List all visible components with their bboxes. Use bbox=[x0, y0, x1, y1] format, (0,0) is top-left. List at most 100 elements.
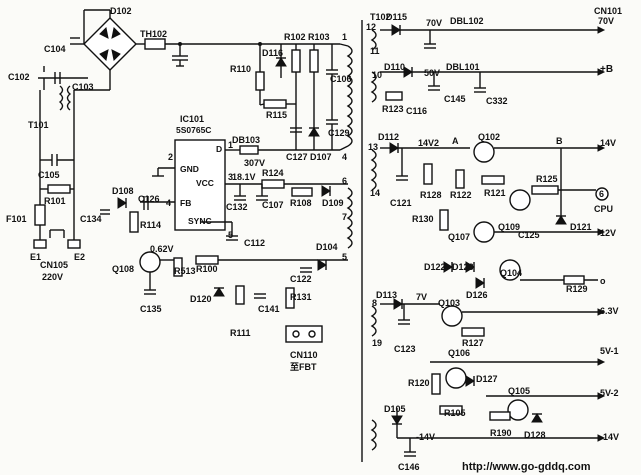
transistor-q103 bbox=[441, 305, 463, 327]
label-ic101: IC101 bbox=[180, 114, 204, 124]
label-dbl102: DBL102 bbox=[450, 16, 484, 26]
label-5v-2: 5V-2 bbox=[600, 388, 619, 398]
label-d128: D128 bbox=[524, 430, 546, 440]
label-o-terminal: o bbox=[600, 276, 606, 286]
thermistor-th102 bbox=[144, 38, 166, 50]
label-c146: C146 bbox=[398, 462, 420, 472]
transistor-q106 bbox=[445, 367, 467, 389]
label-db103: DB103 bbox=[232, 135, 260, 145]
label-r513: R513 bbox=[174, 266, 196, 276]
label-q102: Q102 bbox=[478, 132, 500, 142]
label-r130: R130 bbox=[412, 214, 434, 224]
fuse-f101 bbox=[34, 204, 46, 226]
label-70v-a: 70V bbox=[426, 18, 442, 28]
label-d121: D121 bbox=[570, 222, 592, 232]
label-r115: R115 bbox=[266, 110, 287, 120]
diode-d123 bbox=[465, 261, 475, 273]
label-r100: R100 bbox=[196, 264, 218, 274]
node-13: 13 bbox=[368, 142, 378, 152]
resistor-r110 bbox=[255, 71, 265, 91]
ic101-switching-controller bbox=[174, 139, 226, 231]
label-r120: R120 bbox=[408, 378, 430, 388]
node-6: 6 bbox=[342, 176, 347, 186]
label-d110: D110 bbox=[384, 62, 405, 72]
label-q109: Q109 bbox=[498, 222, 520, 232]
resistor-r124 bbox=[261, 179, 285, 189]
label-220v: 220V bbox=[42, 272, 63, 282]
pin-vcc: VCC bbox=[196, 178, 214, 188]
label-12v: 12V bbox=[600, 228, 616, 238]
diode-d126 bbox=[475, 277, 485, 289]
pin-num-3: 3 bbox=[228, 172, 233, 182]
label-c125: C125 bbox=[518, 230, 540, 240]
resistor-r115 bbox=[263, 99, 287, 109]
label-r111: R111 bbox=[230, 328, 251, 338]
resistor-r108 bbox=[291, 187, 313, 197]
watermark: http://www.go-gddq.com bbox=[462, 461, 591, 473]
winding-7v bbox=[370, 305, 377, 337]
node-12: 12 bbox=[366, 22, 376, 32]
label-d107: D107 bbox=[310, 152, 332, 162]
diode-d109 bbox=[321, 185, 331, 197]
pin-d: D bbox=[216, 144, 222, 154]
winding-70v bbox=[370, 29, 377, 51]
resistor-r127 bbox=[461, 327, 485, 337]
label-18v: 18.1V bbox=[232, 172, 256, 182]
label-cpu: CPU bbox=[594, 204, 613, 214]
label-c121: C121 bbox=[390, 198, 412, 208]
label-r124: R124 bbox=[262, 168, 284, 178]
diode-d108 bbox=[117, 197, 127, 209]
node-7: 7 bbox=[342, 212, 347, 222]
label-d123: D123 bbox=[452, 262, 474, 272]
connector-e2 bbox=[67, 239, 81, 249]
resistor-r103 bbox=[309, 49, 319, 73]
winding-neg14v bbox=[370, 419, 377, 451]
pin-gnd: GND bbox=[180, 164, 199, 174]
resistor-r101 bbox=[47, 184, 71, 194]
label-c332: C332 bbox=[486, 96, 508, 106]
label-c106: C106 bbox=[330, 74, 352, 84]
resistor-r100 bbox=[195, 255, 219, 265]
diode-d127 bbox=[465, 375, 475, 387]
resistor-r190 bbox=[489, 411, 511, 421]
label-d108: D108 bbox=[112, 186, 134, 196]
winding-14v bbox=[370, 149, 377, 191]
node-11: 11 bbox=[370, 46, 380, 56]
resistor-r105 bbox=[439, 405, 463, 415]
diode-d107 bbox=[308, 127, 320, 137]
label-c132: C132 bbox=[226, 202, 248, 212]
diode-d116 bbox=[275, 57, 287, 67]
label-e2: E2 bbox=[74, 252, 85, 262]
label-c135: C135 bbox=[140, 304, 162, 314]
label-a: A bbox=[452, 136, 459, 146]
resistor-r123 bbox=[385, 91, 403, 101]
resistor-r513 bbox=[173, 257, 183, 277]
t102-primary-winding bbox=[346, 45, 353, 147]
label-c122: C122 bbox=[290, 274, 312, 284]
label-70v-b: 70V bbox=[598, 16, 614, 26]
pin-fb: FB bbox=[180, 198, 191, 208]
label-d109: D109 bbox=[322, 198, 344, 208]
label-r105: R105 bbox=[444, 408, 466, 418]
label-r122: R122 bbox=[450, 190, 472, 200]
label-c102: C102 bbox=[8, 72, 30, 82]
pin-num-1: 1 bbox=[228, 140, 233, 150]
label-d105: D105 bbox=[384, 404, 406, 414]
label-c123: C123 bbox=[394, 344, 416, 354]
connector-cn110 bbox=[285, 325, 323, 343]
pin-num-5: 5 bbox=[228, 230, 233, 240]
resistor-r129 bbox=[563, 275, 585, 285]
zener-d120 bbox=[213, 287, 225, 297]
label-d116: D116 bbox=[262, 48, 283, 58]
label-7v: 7V bbox=[416, 292, 427, 302]
bead-db103 bbox=[239, 145, 259, 155]
label-c126: C126 bbox=[138, 194, 160, 204]
label-5v-1: 5V-1 bbox=[600, 346, 619, 356]
transistor-q107 bbox=[473, 221, 495, 243]
zener-d121 bbox=[555, 215, 567, 225]
label-q108: Q108 bbox=[112, 264, 134, 274]
label-c134: C134 bbox=[80, 214, 102, 224]
diode-d110 bbox=[403, 66, 413, 78]
diode-d105 bbox=[391, 415, 403, 425]
